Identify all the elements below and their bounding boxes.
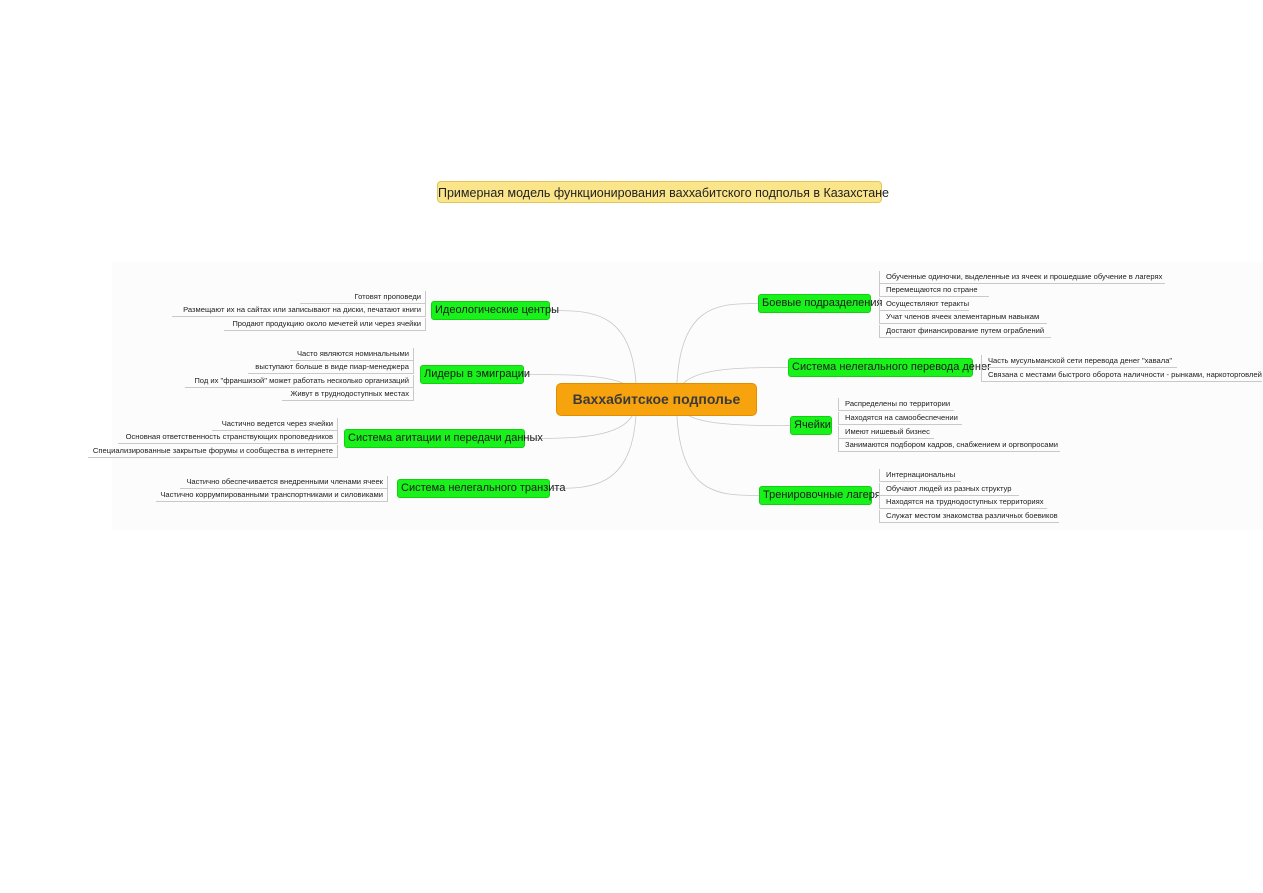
branch-agitation-system[interactable]: Система агитации и передачи данных [344,429,543,448]
leaf-cells-3[interactable]: Имеют нишевый бизнес [838,426,934,439]
leaf-money-2[interactable]: Связана с местами быстрого оборота налич… [981,369,1262,382]
connector-branch-training-camps [676,399,760,496]
connector-branch-transit-system [549,399,637,489]
leaf-combat-1[interactable]: Обученные одиночки, выделенные из ячеек … [879,271,1165,284]
leaf-camps-3[interactable]: Находятся на труднодоступных территориях [879,496,1047,509]
leaf-cells-2[interactable]: Находятся на самообеспечении [838,412,962,425]
leaf-cells-1[interactable]: Распределены по территории [838,398,954,411]
leaf-camps-1[interactable]: Интернациональны [879,469,961,482]
leaf-agitation-3[interactable]: Специализированные закрытые форумы и соо… [88,445,338,458]
branch-cells[interactable]: Ячейки [790,416,832,435]
leaf-combat-2[interactable]: Перемещаются по стране [879,284,989,297]
leaf-emigration-4[interactable]: Живут в труднодоступных местах [282,388,414,401]
leaf-ideological-2[interactable]: Размещают их на сайтах или записывают на… [172,304,426,317]
leaf-agitation-2[interactable]: Основная ответственность странствующих п… [118,431,338,444]
branch-money-transfer[interactable]: Система нелегального перевода денег [788,358,991,377]
leaf-cells-4[interactable]: Занимаются подбором кадров, снабжением и… [838,439,1060,452]
leaf-money-1[interactable]: Часть мусульманской сети перевода денег … [981,355,1177,368]
leaf-combat-3[interactable]: Осуществляют теракты [879,298,969,311]
leaf-camps-4[interactable]: Служат местом знакомства различных боеви… [879,510,1059,523]
branch-ideological-centers[interactable]: Идеологические центры [431,301,559,320]
leaf-agitation-1[interactable]: Частично ведется через ячейки [212,418,338,431]
branch-emigration-leaders[interactable]: Лидеры в эмиграции [420,365,530,384]
leaf-ideological-3[interactable]: Продают продукцию около мечетей или чере… [224,318,426,331]
leaf-camps-2[interactable]: Обучают людей из разных структур [879,483,1019,496]
leaf-emigration-2[interactable]: выступают больше в виде пиар-менеджера [248,361,414,374]
branch-combat-units[interactable]: Боевые подразделения [758,294,882,313]
leaf-emigration-3[interactable]: Под их "франшизой" может работать нескол… [185,375,414,388]
central-topic[interactable]: Ваххабитское подполье [556,383,757,416]
branch-training-camps[interactable]: Тренировочные лагеря [759,486,881,505]
map-title[interactable]: Примерная модель функционирования ваххаб… [437,181,889,203]
leaf-combat-5[interactable]: Достают финансирование путем ограблений [879,325,1051,338]
branch-transit-system[interactable]: Система нелегального транзита [397,479,565,498]
leaf-transit-1[interactable]: Частично обеспечивается внедренными член… [180,476,388,489]
leaf-ideological-1[interactable]: Готовят проповеди [300,291,426,304]
connector-branch-combat-units [676,303,759,400]
connector-branch-ideological-centers [549,310,637,400]
leaf-emigration-1[interactable]: Часто являются номинальными [290,348,414,361]
leaf-combat-4[interactable]: Учат членов ячеек элементарным навыкам [879,311,1047,324]
leaf-transit-2[interactable]: Частично коррумпированными транспортника… [156,489,388,502]
